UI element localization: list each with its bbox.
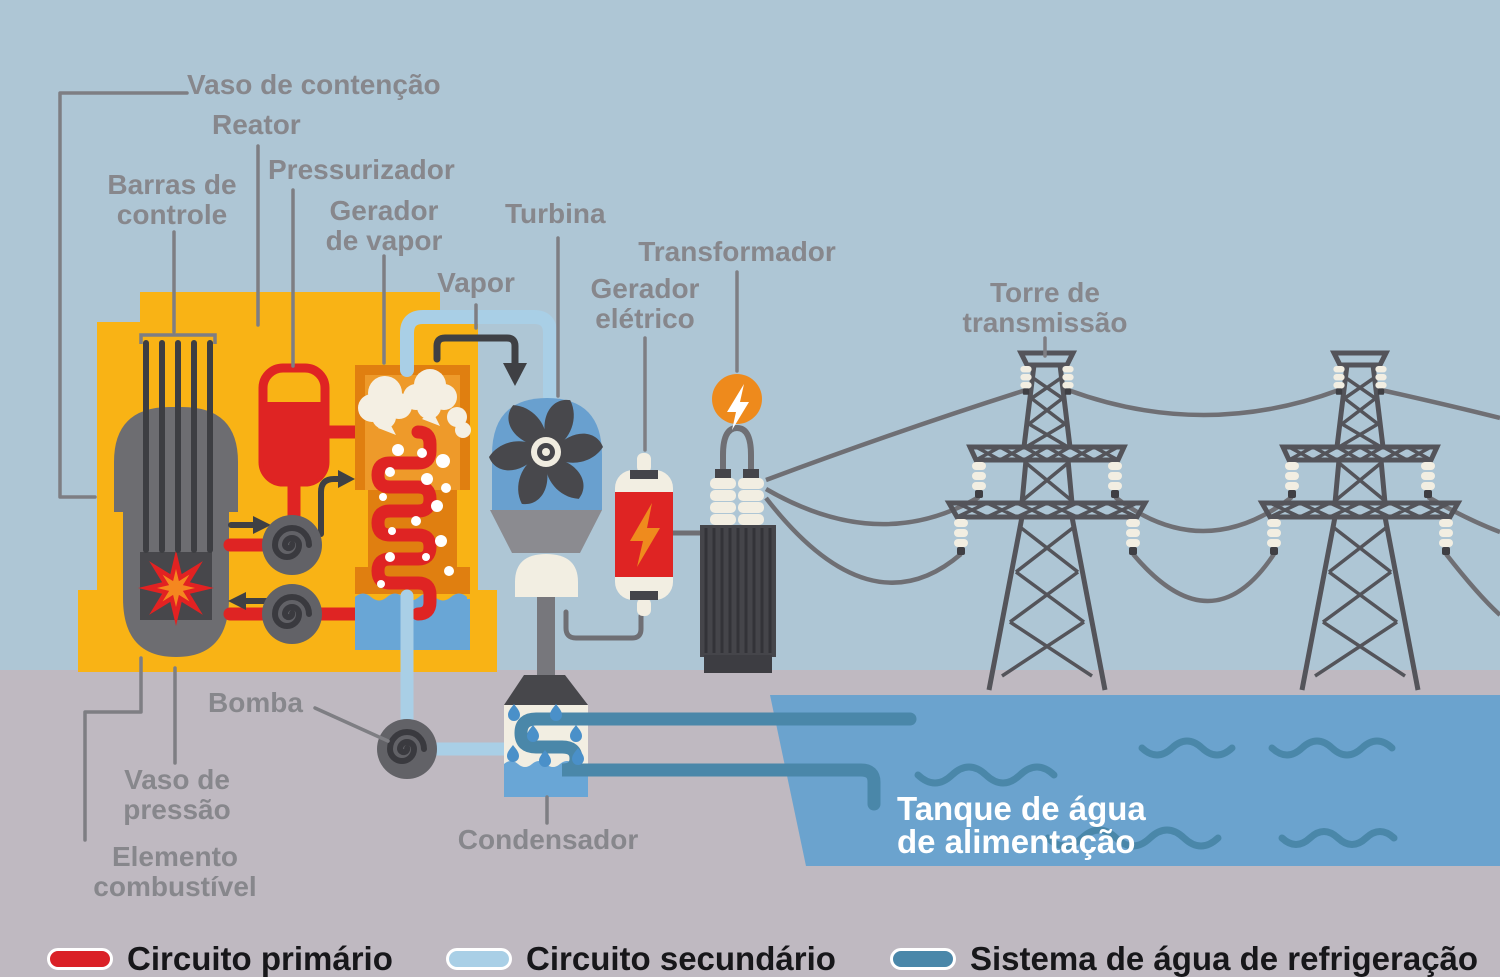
legend-item-primary-circuit: Circuito primário — [47, 940, 393, 978]
steam-cloud-icon — [358, 369, 471, 438]
label-reactor: Reator — [212, 109, 301, 140]
turbine-shaft-wire — [563, 609, 644, 641]
lightning-bolt-icon — [727, 384, 749, 430]
lightning-bolt-icon — [630, 503, 660, 567]
steam-bubbles — [377, 444, 454, 588]
legend-item-secondary-circuit: Circuito secundário — [446, 940, 836, 978]
flow-arrow-icons — [228, 470, 355, 610]
transformer — [700, 374, 776, 673]
label-pump: Bomba — [208, 687, 303, 718]
pressurizer — [258, 363, 330, 487]
electricity-badge — [712, 374, 762, 430]
transformer-insulators — [710, 469, 764, 525]
turbine — [489, 393, 644, 677]
legend-swatch-primary — [47, 948, 113, 970]
label-pointer-lines — [58, 91, 1047, 842]
electric-generator — [615, 453, 702, 616]
burst-star-icon — [138, 550, 214, 626]
pump-icon — [262, 515, 322, 575]
legend-swatch-cooling — [890, 948, 956, 970]
legend-item-cooling-water: Sistema de água de refrigeração — [890, 940, 1478, 978]
label-steam: Vapor — [437, 267, 515, 298]
legend-label-cooling: Sistema de água de refrigeração — [970, 940, 1479, 977]
label-transformer: Transformador — [638, 236, 836, 267]
turbine-fan-icon — [489, 393, 603, 511]
control-rods — [143, 340, 213, 553]
primary-coil — [371, 425, 437, 621]
label-condenser: Condensador — [457, 824, 639, 855]
legend-label-secondary: Circuito secundário — [526, 940, 836, 977]
legend-label-primary: Circuito primário — [127, 940, 393, 977]
pump-icon — [262, 584, 322, 644]
power-lines — [764, 387, 1500, 617]
cooling-water-pipes — [514, 712, 917, 811]
steam-arrow-icon — [433, 334, 527, 386]
wave-icon — [914, 737, 1398, 850]
label-turbine: Turbina — [505, 198, 606, 229]
control-rods-bracket — [139, 333, 217, 344]
label-containment-vessel: Vaso de contenção — [187, 69, 441, 100]
water-tank — [770, 695, 1500, 866]
vapor-pipe — [400, 310, 557, 403]
transformer-cable — [720, 424, 754, 475]
label-pressurizer: Pressurizador — [268, 154, 455, 185]
legend-swatch-secondary — [446, 948, 512, 970]
pump-icon — [377, 719, 437, 779]
reactor-pressure-vessel — [114, 333, 238, 657]
